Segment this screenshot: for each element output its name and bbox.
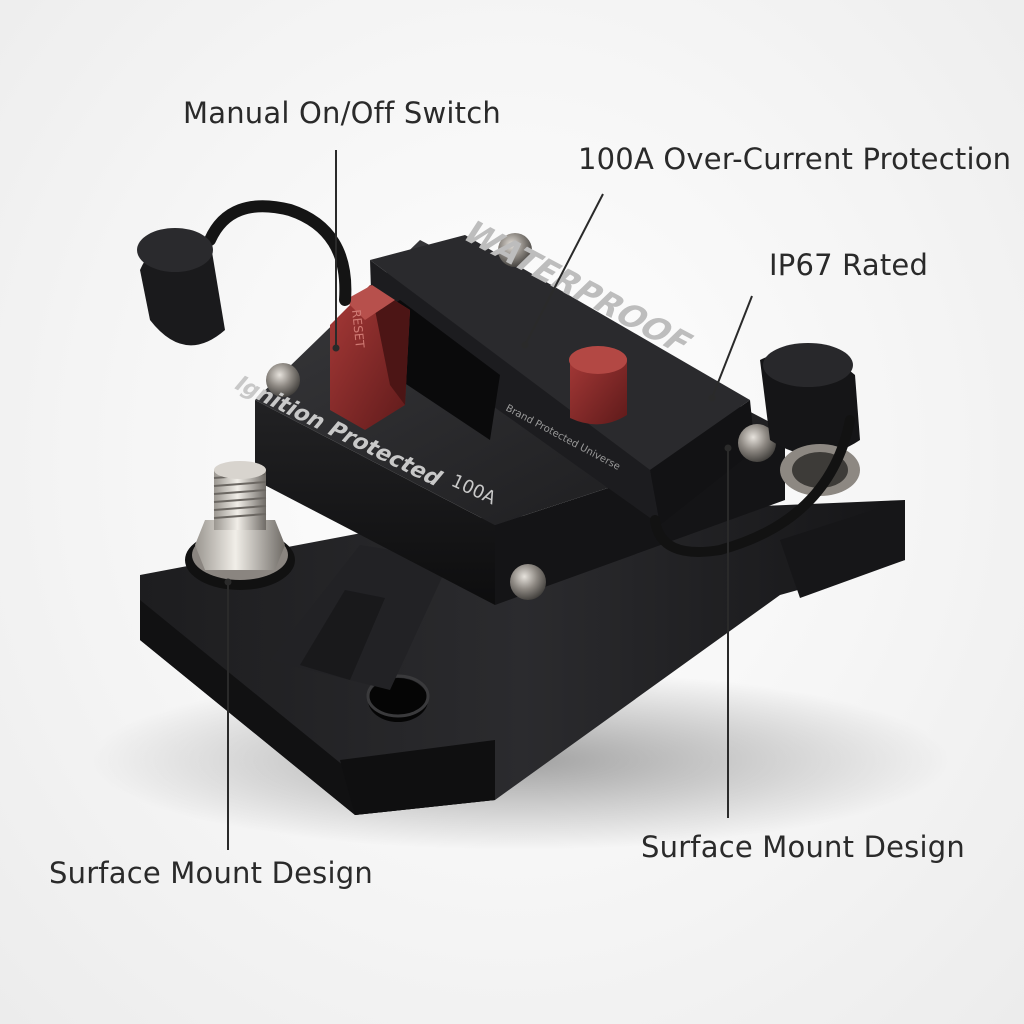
right-tether bbox=[650, 415, 855, 557]
manual-switch-lever bbox=[330, 285, 410, 430]
base-foot-front bbox=[340, 740, 495, 815]
callout-over-current: 100A Over-Current Protection bbox=[578, 142, 1012, 176]
leader-current bbox=[524, 193, 604, 346]
tether-cap bbox=[137, 228, 225, 346]
callout-ip-rating: IP67 Rated bbox=[769, 248, 929, 282]
housing-front-face bbox=[255, 400, 495, 605]
terminal-stud bbox=[185, 461, 295, 590]
screw-left bbox=[266, 363, 300, 397]
base-foot-right bbox=[780, 500, 905, 598]
cap-tether bbox=[204, 200, 352, 306]
base-plate bbox=[140, 500, 905, 815]
upper-cover-top bbox=[370, 235, 750, 470]
callout-manual-switch: Manual On/Off Switch bbox=[183, 96, 501, 130]
lever-marking: RESET bbox=[349, 309, 367, 349]
reset-button bbox=[569, 346, 627, 425]
screw-bottom bbox=[510, 564, 546, 600]
callout-surface-mount-left: Surface Mount Design bbox=[49, 856, 373, 890]
screw-right bbox=[738, 424, 776, 462]
leader-ip bbox=[711, 295, 753, 399]
screw-top bbox=[498, 233, 532, 267]
callout-surface-mount-right: Surface Mount Design bbox=[641, 830, 965, 864]
mounting-hole bbox=[368, 678, 428, 722]
upper-cover-side bbox=[650, 400, 755, 525]
